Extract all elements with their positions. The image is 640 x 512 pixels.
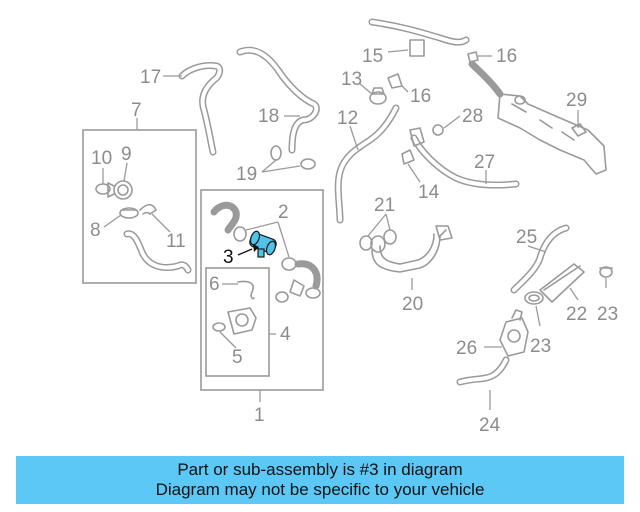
part-9-housing [107,180,133,200]
part-23-clamp-b [524,291,544,305]
part-12-upper-tube [468,60,504,98]
part-14-clip [401,149,415,165]
part-13-sensor [369,87,387,105]
callout-25: 25 [516,227,537,248]
part-2-elbow-b [281,257,321,299]
callout-18: 18 [258,106,279,127]
callout-15: 15 [362,46,383,67]
callout-19: 19 [236,164,257,185]
part-15-hose [368,18,470,57]
callout-22: 22 [566,304,587,325]
part-21-oring-b [383,229,397,245]
callout-12: 12 [337,108,358,129]
part-28-oring [432,124,444,136]
callout-13: 13 [341,69,362,90]
callout-11: 11 [166,231,186,252]
part-16-clip-b [387,73,403,89]
callout-2: 2 [278,202,289,223]
part-11-bracket [139,203,157,215]
callout-14: 14 [418,182,440,203]
group-box-1 [200,189,324,391]
callout-17: 17 [140,67,161,88]
callout-7: 7 [131,100,142,121]
parts-diagram: 1 2 3 4 5 6 7 8 9 10 11 12 13 14 15 16 1… [82,18,618,436]
part-12-hose [334,104,400,224]
callout-16a: 16 [496,46,517,67]
part-8-clamp [119,207,139,219]
group-box-7 [82,129,197,284]
callout-24: 24 [479,415,501,436]
part-19-oring-b [300,158,316,170]
banner-line-2: Diagram may not be specific to your vehi… [155,480,485,499]
callout-28: 28 [462,106,483,127]
part-26-housing [499,309,529,357]
callout-23a: 23 [597,304,618,325]
callout-3: 3 [223,247,234,268]
part-18-hose [236,46,320,154]
part-2-elbow-a [210,201,247,242]
callout-4: 4 [280,324,291,345]
part-3-connector-highlighted [249,230,277,258]
part-29-rail [497,93,607,175]
part-23-clamp-a [599,266,613,278]
callout-1: 1 [254,405,265,426]
group-box-4 [205,267,270,377]
part-2-fitting-c [275,279,305,303]
callout-29: 29 [566,90,587,111]
part-7-hose [123,230,192,274]
part-21-oring-a [359,235,373,251]
banner-line-1: Part or sub-assembly is #3 in diagram [177,460,463,479]
part-24-hose [456,356,510,386]
callout-26: 26 [456,338,477,359]
callout-6: 6 [209,274,220,295]
callout-10: 10 [91,148,112,169]
callout-16b: 16 [410,86,431,107]
callout-5: 5 [232,347,243,368]
callout-20: 20 [402,294,423,315]
callout-9: 9 [121,144,132,165]
callout-23b: 23 [530,336,551,357]
callout-21: 21 [374,195,395,216]
callout-8: 8 [90,220,101,241]
part-6-clip [237,280,255,300]
part-3-leader-arrow [253,244,259,252]
part-17-tube [178,62,224,156]
part-3-leader [237,248,253,256]
part-4-housing [227,307,257,335]
callout-27: 27 [474,152,495,173]
part-25-hose [510,224,570,294]
part-16-clip-a [467,51,479,63]
info-banner: Part or sub-assembly is #3 in diagram Di… [16,456,624,504]
part-22-hose [539,263,585,303]
part-27-pipe [409,127,520,189]
part-5-oring [212,322,226,332]
part-20-pipe [370,225,453,273]
part-19-oring [270,145,282,161]
